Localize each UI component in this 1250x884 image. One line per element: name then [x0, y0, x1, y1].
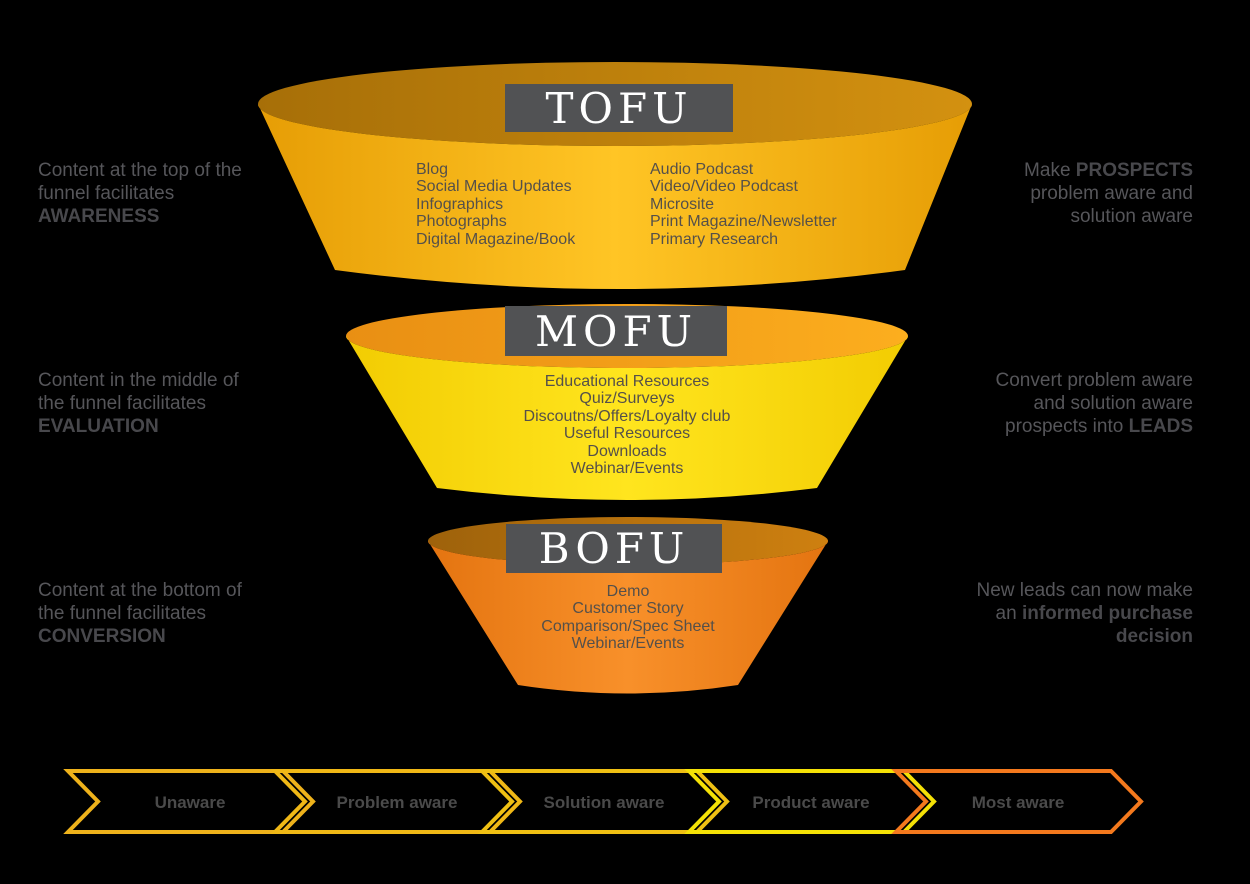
note-line: funnel facilitates — [38, 183, 175, 204]
note-line: EVALUATION — [38, 416, 159, 437]
mofu-funnel-body — [346, 336, 908, 500]
tofu-funnel-body — [258, 104, 972, 289]
bofu-label-box: BOFU — [506, 524, 722, 573]
tofu-label-box: TOFU — [505, 83, 733, 133]
note-line: solution aware — [1070, 206, 1193, 227]
stage-label-unaware: Unaware — [154, 793, 226, 812]
funnel-item: Primary Research — [650, 230, 779, 248]
note-line: Convert problem aware — [995, 370, 1193, 391]
funnel-item: Blog — [416, 161, 449, 178]
bofu-funnel-body — [428, 541, 828, 694]
note-line: problem aware and — [1030, 183, 1193, 204]
funnel-item: Useful Resources — [563, 425, 691, 443]
funnel-item: Digital Magazine/Book — [416, 230, 576, 248]
funnel-item: Educational Resources — [544, 373, 710, 390]
funnel-item: Quiz/Surveys — [579, 390, 675, 408]
funnel-item: Customer Story — [572, 600, 684, 618]
note-line: decision — [1115, 626, 1193, 647]
funnel-item: Comparison/Spec Sheet — [541, 617, 715, 635]
funnel-item: Microsite — [650, 195, 715, 213]
stage-label-problem-aware: Problem aware — [336, 793, 458, 812]
note-line: AWARENESS — [38, 206, 160, 227]
funnel-item: Social Media Updates — [416, 178, 572, 196]
note-line: the funnel facilitates — [38, 603, 206, 624]
note-line: an informed purchase — [995, 603, 1193, 624]
note-line: New leads can now make — [976, 580, 1194, 601]
stage-label-product-aware: Product aware — [752, 793, 870, 812]
note-line: Content at the bottom of — [38, 580, 242, 601]
mofu-label-box: MOFU — [505, 306, 727, 356]
stage-label-solution-aware: Solution aware — [543, 793, 665, 812]
tofu-title: TOFU — [545, 83, 693, 133]
note-line: Content in the middle of — [38, 370, 239, 391]
funnel-item: Webinar/Events — [570, 460, 684, 478]
stage-arrow-band — [63, 769, 1144, 834]
funnel-item: Discoutns/Offers/Loyalty club — [523, 407, 731, 425]
funnel-item: Downloads — [587, 442, 667, 460]
funnel-item: Video/Video Podcast — [650, 178, 798, 196]
funnel-item: Webinar/Events — [571, 635, 685, 653]
funnel-item: Photographs — [416, 213, 507, 231]
chevron-most-aware-shape — [891, 769, 1144, 834]
note-line: CONVERSION — [38, 626, 166, 647]
stage-label-most-aware: Most aware — [971, 793, 1065, 812]
funnel-item: Demo — [606, 583, 650, 600]
funnel-item: Print Magazine/Newsletter — [650, 213, 837, 231]
note-line: the funnel facilitates — [38, 393, 206, 414]
note-line: Make PROSPECTS — [1024, 160, 1193, 181]
note-line: prospects into LEADS — [1005, 416, 1193, 437]
note-line: and solution aware — [1033, 393, 1194, 414]
mofu-title: MOFU — [535, 306, 697, 356]
bofu-title: BOFU — [538, 524, 690, 573]
note-line: Content at the top of the — [38, 160, 242, 181]
funnel-item: Infographics — [416, 195, 504, 213]
funnel-item: Audio Podcast — [650, 161, 754, 178]
